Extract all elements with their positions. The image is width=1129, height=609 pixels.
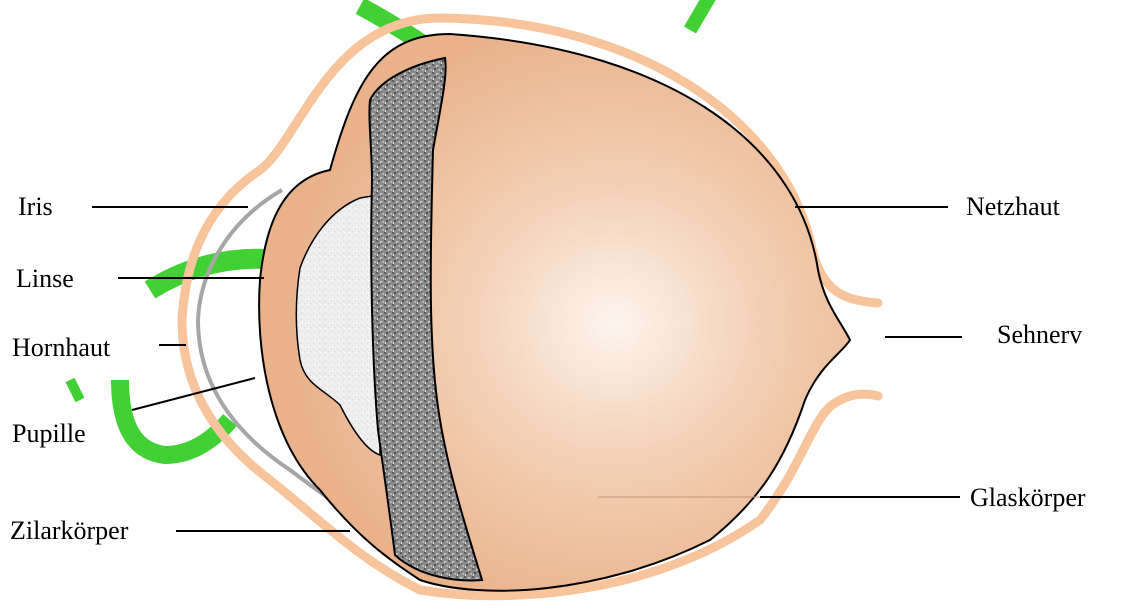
label-glaskoerper: Glaskörper: [970, 483, 1086, 512]
label-zilarkoerper: Zilarkörper: [10, 516, 129, 545]
label-hornhaut: Hornhaut: [12, 333, 111, 362]
label-sehnerv: Sehnerv: [997, 320, 1082, 349]
label-iris: Iris: [18, 192, 53, 221]
label-pupille: Pupille: [12, 419, 86, 448]
label-netzhaut: Netzhaut: [966, 192, 1061, 221]
label-linse: Linse: [16, 264, 74, 293]
